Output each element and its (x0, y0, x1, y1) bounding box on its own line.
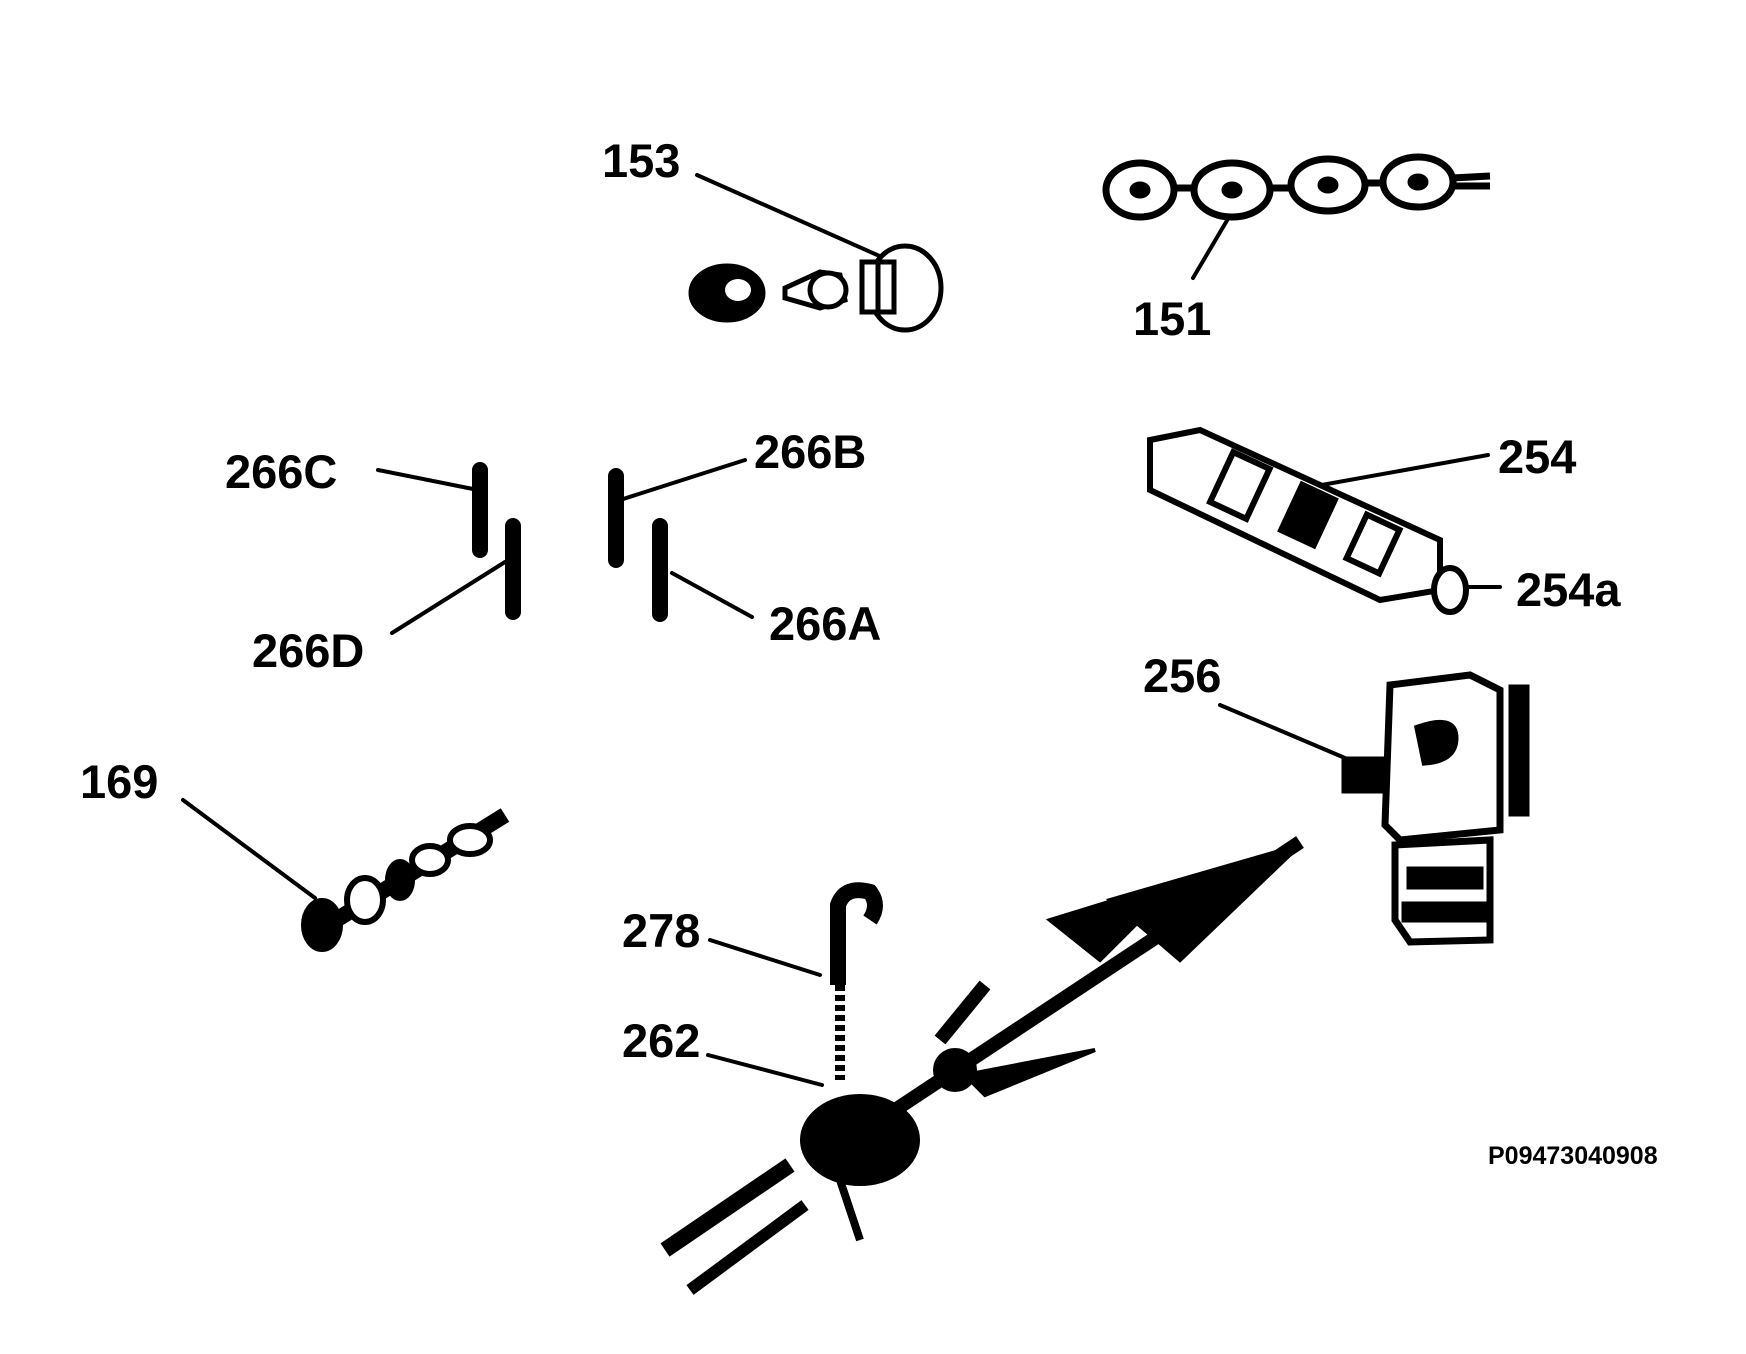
label-262: 262 (622, 1014, 701, 1067)
label-278: 278 (622, 904, 701, 957)
label-266b: 266B (754, 425, 867, 478)
leader-153 (695, 173, 895, 264)
label-254a: 254a (1516, 563, 1621, 616)
leader-169 (181, 798, 317, 900)
pin-266b (608, 468, 624, 568)
leader-266b (618, 458, 747, 502)
leader-266c (376, 468, 480, 492)
leader-151 (1191, 210, 1234, 280)
pin-266d (505, 518, 521, 620)
leader-266a (670, 571, 754, 619)
label-266a: 266A (769, 597, 882, 650)
part-278-262-spray-arm (660, 836, 1304, 1295)
leader-262 (706, 1053, 824, 1087)
leader-256 (1218, 703, 1347, 760)
part-151-eyelet-chain (1102, 153, 1491, 221)
pin-266c (472, 462, 488, 558)
leader-266d (390, 560, 507, 635)
label-266c: 266C (225, 445, 338, 498)
pin-266a (652, 518, 668, 622)
leader-278 (708, 938, 822, 977)
leader-254 (1303, 453, 1490, 490)
label-266d: 266D (252, 624, 365, 677)
part-153-cap-assembly (688, 243, 944, 333)
label-151: 151 (1133, 292, 1212, 345)
leader-lines (181, 173, 1502, 1087)
parts-266-pins (472, 462, 668, 622)
label-169: 169 (80, 755, 159, 808)
label-153: 153 (602, 134, 681, 187)
part-256-switch (1341, 671, 1530, 946)
part-254-terminal-block (1147, 426, 1469, 615)
part-169-threaded-rod (301, 808, 510, 952)
label-254: 254 (1498, 430, 1577, 483)
drawing-code: P09473040908 (1488, 1142, 1658, 1170)
label-256: 256 (1143, 649, 1222, 702)
